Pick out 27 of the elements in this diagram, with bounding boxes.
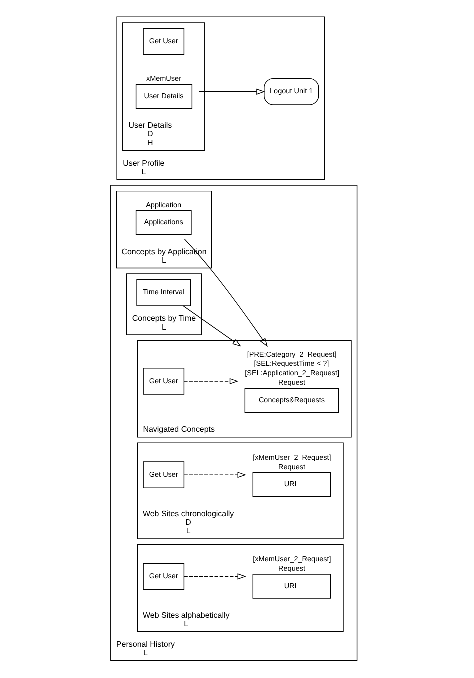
arrow bbox=[184, 378, 239, 384]
node-label: [SEL:Application_2_Request] bbox=[245, 368, 340, 378]
node-label: Request bbox=[278, 462, 306, 472]
node-box: Applications bbox=[136, 210, 192, 236]
arrow bbox=[198, 88, 266, 95]
arrow bbox=[184, 238, 268, 348]
node-box: Time Interval bbox=[136, 279, 192, 306]
arrow bbox=[184, 574, 246, 580]
node-label: Application bbox=[146, 200, 182, 210]
node-box: User Details bbox=[136, 84, 193, 109]
arrow bbox=[184, 472, 246, 478]
node-box: Get User bbox=[143, 28, 185, 56]
node-box: Get User bbox=[143, 368, 185, 395]
node-box: URL bbox=[252, 472, 332, 498]
node-box: Concepts&Requests bbox=[244, 388, 340, 414]
node-box: Logout Unit 1 bbox=[264, 78, 320, 106]
node-box: Get User bbox=[143, 462, 185, 488]
node-label: Request bbox=[278, 378, 306, 388]
node-box: Get User bbox=[143, 563, 185, 590]
arrow bbox=[182, 306, 242, 347]
node-label: Request bbox=[278, 564, 306, 573]
node-label: [xMemUser_2_Request] bbox=[253, 452, 332, 462]
node-label: [xMemUser_2_Request] bbox=[253, 554, 332, 564]
node-label: [SEL:RequestTime < ?] bbox=[254, 359, 330, 368]
node-label: [PRE:Category_2_Request] bbox=[247, 350, 337, 359]
node-box: URL bbox=[252, 574, 332, 599]
node-label: xMemUser bbox=[146, 74, 182, 83]
